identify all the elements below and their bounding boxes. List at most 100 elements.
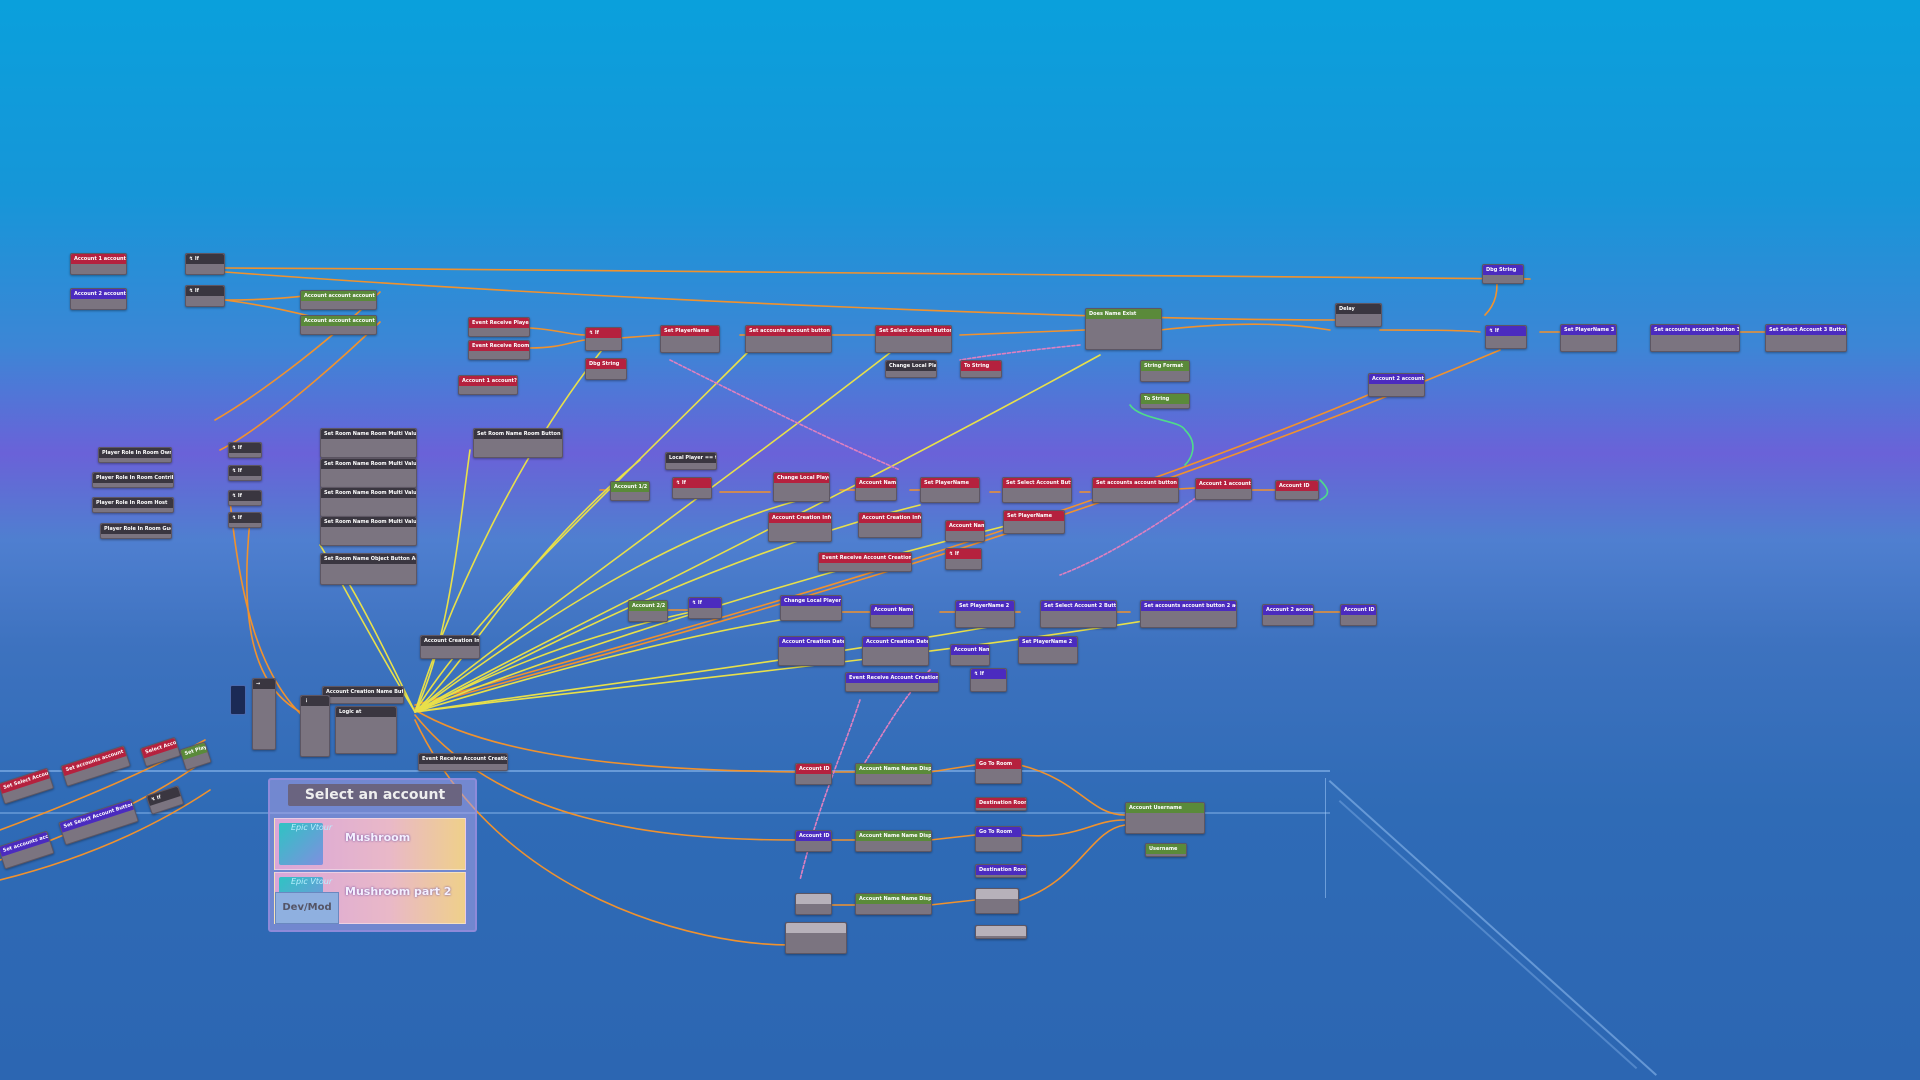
- node-to-string[interactable]: To String: [960, 360, 1002, 378]
- node-title: Local Player == the: [666, 453, 716, 463]
- node-local-player[interactable]: Local Player == the: [665, 452, 717, 470]
- node-account-creation-info[interactable]: Account Creation Info: [420, 635, 480, 659]
- node-branch-1[interactable]: ↯ If: [185, 253, 225, 275]
- node-room-spawn-4[interactable]: Set Room Name Room Multi Value Bool: [320, 516, 417, 546]
- node-destination-room-1[interactable]: Destination Room: [975, 797, 1027, 811]
- node-account-name-display-2[interactable]: Account Name Name Display: [855, 830, 932, 852]
- node-destination-room-3[interactable]: [975, 925, 1027, 939]
- node-set-select-account-3[interactable]: Set Select Account 3 Button: [1765, 324, 1847, 352]
- node-room-spawn-1[interactable]: Set Room Name Room Multi Value Bool: [320, 428, 417, 458]
- devmod-button[interactable]: Dev/Mod: [275, 892, 339, 924]
- node-account-creation-info-2[interactable]: Account Creation Info: [768, 512, 832, 542]
- node-title: Account ID: [1276, 481, 1318, 491]
- node-account-name-2b[interactable]: Account Name 2: [950, 644, 990, 666]
- node-account-creation-name[interactable]: Account Creation Name Button Account: [322, 686, 404, 704]
- node-room-button-active[interactable]: Set Room Name Room Button Active: [473, 428, 563, 458]
- node-receive-creation-2[interactable]: Event Receive Account Creation Name Butt…: [818, 552, 912, 572]
- node-account-name-display-1[interactable]: Account Name Name Display: [855, 763, 932, 785]
- node-branch-4[interactable]: ↯ If: [1485, 325, 1527, 349]
- account-button-1[interactable]: Epic Vtour Mushroom: [274, 818, 466, 870]
- node-logic-at[interactable]: Logic at: [335, 706, 397, 754]
- node-set-accounts-button-3[interactable]: Set accounts account button 3 active: [1650, 324, 1740, 352]
- node-title: Set Room Name Room Multi Value Bool: [321, 429, 416, 439]
- node-account-creation-date[interactable]: Account Creation Date: [778, 636, 845, 666]
- node-set-select-account-1[interactable]: Set Select Account Button: [1002, 477, 1072, 503]
- node-sequence-outputs[interactable]: ⋮: [300, 695, 330, 757]
- node-account-name-display-3[interactable]: Account Name Name Display: [855, 893, 932, 915]
- node-account-count[interactable]: Account 1/2: [610, 481, 650, 501]
- node-account-count-2[interactable]: Account 2/2: [628, 600, 668, 622]
- node-change-local-player[interactable]: Change Local Player: [773, 472, 830, 502]
- node-room-spawn-3[interactable]: Set Room Name Room Multi Value Bool: [320, 487, 417, 517]
- node-debug-string-1[interactable]: Dbg String: [585, 358, 627, 380]
- node-go-to-room-1[interactable]: Go To Room: [975, 758, 1022, 784]
- node-account-2[interactable]: Account 2 account?: [70, 288, 127, 310]
- node-to-string-2[interactable]: To String: [1140, 393, 1190, 409]
- node-account-name-2[interactable]: Account Name 2: [870, 604, 914, 628]
- node-destination-room-2[interactable]: Destination Room: [975, 864, 1027, 878]
- node-branch-7[interactable]: ↯ If: [228, 490, 262, 506]
- node-branch-11[interactable]: ↯ If: [688, 597, 722, 619]
- node-debug-string-2[interactable]: Dbg String: [1482, 264, 1524, 284]
- node-delay[interactable]: Delay: [1335, 303, 1382, 327]
- node-account-2-b[interactable]: Account 2 account?: [1368, 373, 1425, 397]
- node-title: Set accounts account button active: [746, 326, 831, 336]
- node-branch-3[interactable]: ↯ If: [585, 327, 622, 351]
- node-player-role-2[interactable]: Player Role In Room Contributor: [92, 472, 174, 488]
- node-title: To String: [1141, 394, 1189, 404]
- node-account-id-3[interactable]: Account ID: [795, 763, 832, 785]
- node-account-name-1b[interactable]: Account Name 1: [945, 520, 985, 542]
- node-player-role-3[interactable]: Player Role In Room Host: [92, 497, 174, 513]
- node-receive-creation[interactable]: Event Receive Account Creation Name Butt…: [418, 753, 508, 771]
- node-does-name-exist[interactable]: Does Name Exist: [1085, 308, 1162, 350]
- node-account-id-2[interactable]: Account ID: [1340, 604, 1377, 626]
- node-set-player-name-1b[interactable]: Set PlayerName: [1003, 510, 1065, 534]
- node-account-1[interactable]: Account 1 account?: [70, 253, 127, 275]
- node-player-role-1[interactable]: Player Role In Room Owner: [98, 447, 172, 463]
- node-account-id[interactable]: Account ID: [1275, 480, 1319, 500]
- node-go-to-room-2[interactable]: Go To Room: [975, 826, 1022, 852]
- node-title: ↯ If: [673, 478, 711, 488]
- node-player-role-4[interactable]: Player Role In Room Guest: [100, 523, 172, 539]
- node-set-player-name[interactable]: Set PlayerName: [660, 325, 720, 353]
- node-receive-creation-3[interactable]: Event Receive Account Creation Name Butt…: [845, 672, 939, 692]
- node-event-receive-1[interactable]: Event Receive Player Joined: [468, 317, 530, 337]
- node-account-id-5[interactable]: [795, 893, 832, 915]
- node-set-player-name-3[interactable]: Set PlayerName 3: [1560, 324, 1617, 352]
- node-branch-8[interactable]: ↯ If: [228, 512, 262, 528]
- node-account-account-1b[interactable]: Account 1 account?: [1195, 478, 1252, 500]
- node-sequence[interactable]: →: [252, 678, 276, 750]
- node-branch-9[interactable]: ↯ If: [672, 477, 712, 499]
- node-account-account-2[interactable]: Account account account: [300, 315, 377, 335]
- node-set-account-button[interactable]: Set accounts account button active: [745, 325, 832, 353]
- node-get-local-player[interactable]: Change Local Player: [885, 360, 937, 378]
- node-account-creation-date-2[interactable]: Account Creation Date: [862, 636, 929, 666]
- node-room-spawn-5[interactable]: Set Room Name Object Button Active: [320, 553, 417, 585]
- node-account-1-b[interactable]: Account 1 account?: [458, 375, 518, 395]
- node-branch-12[interactable]: ↯ If: [970, 668, 1007, 692]
- node-bottom-grey[interactable]: [785, 922, 847, 954]
- node-username[interactable]: Username: [1145, 843, 1187, 857]
- node-branch-10[interactable]: ↯ If: [945, 548, 982, 570]
- node-set-select-account[interactable]: Set Select Account Button: [875, 325, 952, 353]
- node-branch-5[interactable]: ↯ If: [228, 442, 262, 458]
- node-account-id-4[interactable]: Account ID: [795, 830, 832, 852]
- node-set-account-button-2[interactable]: Set accounts account button 2 active: [1140, 600, 1237, 628]
- node-account-name-1[interactable]: Account Name 1: [855, 477, 897, 501]
- node-go-to-room-3[interactable]: [975, 888, 1019, 914]
- node-account-username[interactable]: Account Username: [1125, 802, 1205, 834]
- node-branch-6[interactable]: ↯ If: [228, 465, 262, 481]
- node-set-player-name-1[interactable]: Set PlayerName: [920, 477, 980, 503]
- node-event-receive-2[interactable]: Event Receive Room Loaded: [468, 340, 530, 360]
- node-account-account-1[interactable]: Account account account: [300, 290, 377, 310]
- node-change-local-player-2[interactable]: Change Local Player: [780, 595, 842, 621]
- node-room-spawn-2[interactable]: Set Room Name Room Multi Value Bool: [320, 458, 417, 488]
- node-set-account-button-1[interactable]: Set accounts account button active: [1092, 477, 1179, 503]
- node-account-account-2b[interactable]: Account 2 account?: [1262, 604, 1314, 626]
- node-branch-2[interactable]: ↯ If: [185, 285, 225, 307]
- node-set-select-account-2[interactable]: Set Select Account 2 Button: [1040, 600, 1117, 628]
- node-string-format[interactable]: String Format: [1140, 360, 1190, 382]
- node-account-creation-info-3[interactable]: Account Creation Info: [858, 512, 922, 538]
- node-set-player-name-2[interactable]: Set PlayerName 2: [955, 600, 1015, 628]
- node-set-player-name-2b[interactable]: Set PlayerName 2: [1018, 636, 1078, 664]
